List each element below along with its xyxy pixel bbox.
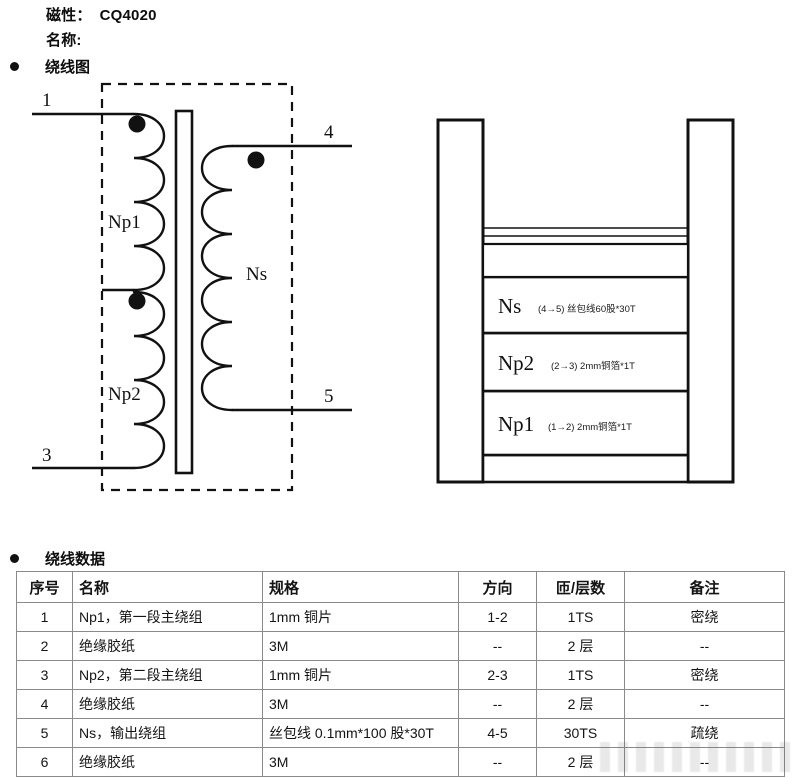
cell-name: Np1，第一段主绕组 bbox=[72, 602, 263, 632]
cell-spec: 3M bbox=[262, 631, 459, 661]
cell-spec: 1mm 铜片 bbox=[262, 602, 459, 632]
table-header-row: 序号 名称 规格 方向 匝/层数 备注 bbox=[16, 571, 785, 603]
section-heading-label: 绕线图 bbox=[45, 59, 91, 76]
cell-no: 4 bbox=[16, 689, 73, 719]
coil-np1 bbox=[132, 112, 166, 292]
coil-np2 bbox=[132, 290, 166, 470]
cell-dir: -- bbox=[458, 631, 537, 661]
cell-note: 疏绕 bbox=[624, 718, 785, 748]
polarity-dot-np2 bbox=[128, 292, 146, 310]
cell-turns: 1TS bbox=[536, 602, 625, 632]
bullet-icon bbox=[10, 62, 19, 71]
core-bar bbox=[174, 109, 194, 475]
cell-note: -- bbox=[624, 747, 785, 777]
bullet-icon bbox=[10, 554, 19, 563]
table-row: 1 Np1，第一段主绕组 1mm 铜片 1-2 1TS 密绕 bbox=[16, 602, 785, 632]
col-header-note: 备注 bbox=[624, 571, 785, 603]
cell-spec: 3M bbox=[262, 747, 459, 777]
cell-spec: 3M bbox=[262, 689, 459, 719]
winding-data-table: 序号 名称 规格 方向 匝/层数 备注 1 Np1，第一段主绕组 1mm 铜片 … bbox=[16, 571, 785, 777]
magnetic-label: 磁性： bbox=[46, 7, 92, 24]
col-header-dir: 方向 bbox=[458, 571, 537, 603]
cell-spec: 1mm 铜片 bbox=[262, 660, 459, 690]
cell-name: 绝缘胶纸 bbox=[72, 689, 263, 719]
winding-schematic: Np1 Np2 Ns 1 3 4 5 bbox=[24, 80, 384, 500]
cell-name: Ns，输出绕组 bbox=[72, 718, 263, 748]
section-heading-label: 绕线数据 bbox=[45, 551, 106, 568]
cell-no: 1 bbox=[16, 602, 73, 632]
layer-name-np1: Np1 bbox=[498, 412, 534, 436]
magnetic-spec-line: 磁性： CQ4020 bbox=[46, 4, 157, 25]
cell-no: 5 bbox=[16, 718, 73, 748]
cell-note: -- bbox=[624, 631, 785, 661]
section-heading-winding-diagram: 绕线图 bbox=[10, 56, 90, 77]
cell-dir: 1-2 bbox=[458, 602, 537, 632]
polarity-dot-ns bbox=[247, 151, 265, 169]
cell-turns: 2 层 bbox=[536, 689, 625, 719]
cell-turns: 2 层 bbox=[536, 747, 625, 777]
cell-name: 绝缘胶纸 bbox=[72, 747, 263, 777]
terminal-number-4: 4 bbox=[324, 122, 334, 143]
table-row: 5 Ns，输出绕组 丝包线 0.1mm*100 股*30T 4-5 30TS 疏… bbox=[16, 718, 785, 748]
label-ns: Ns bbox=[246, 264, 267, 285]
col-header-spec: 规格 bbox=[262, 571, 459, 603]
cell-dir: -- bbox=[458, 689, 537, 719]
terminal-number-3: 3 bbox=[42, 445, 52, 466]
cell-note: 密绕 bbox=[624, 660, 785, 690]
layer-note-np1: (1→2) 2mm铜箔*1T bbox=[548, 421, 632, 433]
cell-note: -- bbox=[624, 689, 785, 719]
section-heading-winding-data: 绕线数据 bbox=[10, 548, 105, 569]
cell-dir: -- bbox=[458, 747, 537, 777]
col-header-turns: 匝/层数 bbox=[536, 571, 625, 603]
cell-turns: 30TS bbox=[536, 718, 625, 748]
bobbin-cross-section: Np1 (1→2) 2mm铜箔*1T Np2 (2→3) 2mm铜箔*1T Ns… bbox=[420, 100, 750, 500]
cell-no: 2 bbox=[16, 631, 73, 661]
cell-dir: 2-3 bbox=[458, 660, 537, 690]
col-header-name: 名称 bbox=[72, 571, 263, 603]
layer-note-ns: (4→5) 丝包线60股*30T bbox=[538, 303, 636, 315]
cell-turns: 1TS bbox=[536, 660, 625, 690]
insulation-band-upper bbox=[481, 242, 690, 279]
cell-name: 绝缘胶纸 bbox=[72, 631, 263, 661]
col-header-no: 序号 bbox=[16, 571, 73, 603]
cell-dir: 4-5 bbox=[458, 718, 537, 748]
cell-spec: 丝包线 0.1mm*100 股*30T bbox=[262, 718, 459, 748]
polarity-dot-np1 bbox=[128, 115, 146, 133]
bobbin-base-strip bbox=[481, 453, 690, 484]
name-label: 名称: bbox=[46, 32, 82, 49]
cell-name: Np2，第二段主绕组 bbox=[72, 660, 263, 690]
bobbin-left-flange bbox=[436, 118, 485, 484]
table-row: 6 绝缘胶纸 3M -- 2 层 -- bbox=[16, 747, 785, 777]
layer-name-ns: Ns bbox=[498, 294, 521, 318]
name-label-line: 名称: bbox=[46, 29, 82, 50]
cell-note: 密绕 bbox=[624, 602, 785, 632]
terminal-number-1: 1 bbox=[42, 90, 52, 111]
layer-name-np2: Np2 bbox=[498, 351, 534, 375]
layer-note-np2: (2→3) 2mm铜箔*1T bbox=[551, 360, 635, 372]
cell-no: 3 bbox=[16, 660, 73, 690]
label-np1: Np1 bbox=[108, 212, 141, 233]
magnetic-value: CQ4020 bbox=[99, 7, 157, 24]
layer-box-np1 bbox=[481, 389, 690, 457]
table-row: 2 绝缘胶纸 3M -- 2 层 -- bbox=[16, 631, 785, 661]
table-row: 3 Np2，第二段主绕组 1mm 铜片 2-3 1TS 密绕 bbox=[16, 660, 785, 690]
schematic-dashed-boundary bbox=[100, 82, 294, 492]
bobbin-right-flange bbox=[686, 118, 735, 484]
cell-turns: 2 层 bbox=[536, 631, 625, 661]
terminal-number-5: 5 bbox=[324, 386, 334, 407]
cell-no: 6 bbox=[16, 747, 73, 777]
label-np2: Np2 bbox=[108, 384, 141, 405]
table-row: 4 绝缘胶纸 3M -- 2 层 -- bbox=[16, 689, 785, 719]
coil-ns bbox=[200, 144, 234, 412]
